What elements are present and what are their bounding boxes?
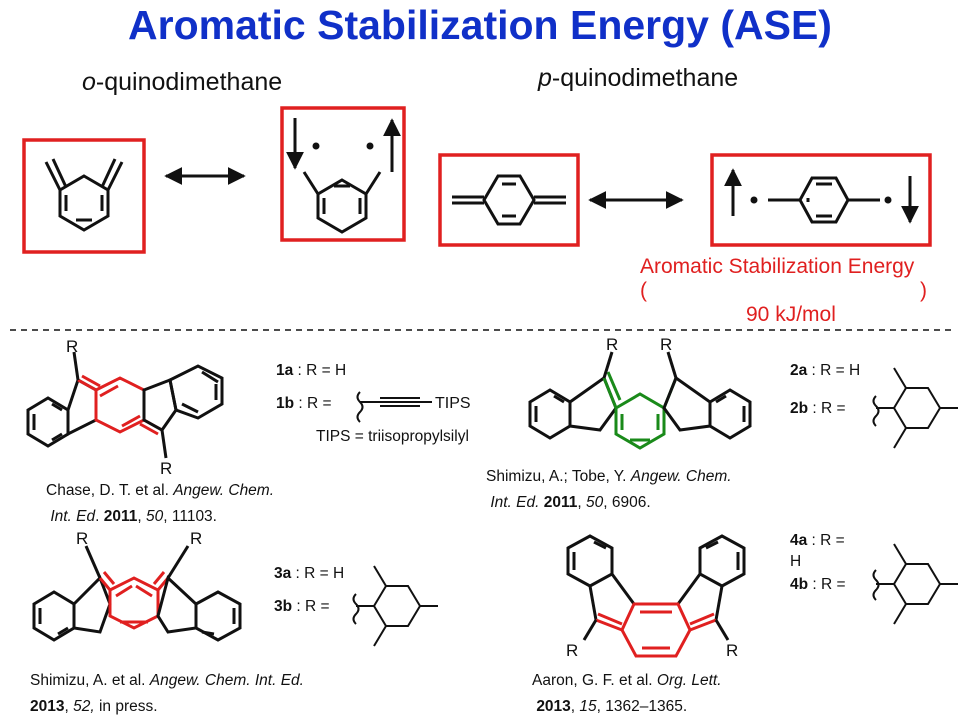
citation-chase: Chase, D. T. et al. Angew. Chem. Int. Ed… — [46, 482, 275, 525]
citation-aaron: Aaron, G. F. et al. Org. Lett. 2013, 15,… — [532, 672, 722, 715]
compound-1b-label: 1b : R = — [276, 395, 332, 412]
compound-1-structure — [26, 351, 224, 459]
o-quinodimethane-label: o-quinodimethane — [82, 68, 283, 96]
compound-3b-label: 3b : R = — [274, 598, 330, 615]
compound-4b-mesityl — [872, 543, 958, 625]
compound-4a-label: 4a : R = — [790, 532, 845, 549]
citation-shimizu-tobe: Shimizu, A.; Tobe, Y. Angew. Chem. Int. … — [486, 468, 732, 511]
compound-3-r-left: R — [76, 529, 88, 548]
compound-3a-label: 3a : R = H — [274, 565, 345, 582]
p-quinodimethane-closed-shell — [438, 153, 580, 247]
compound-4-structure — [566, 534, 746, 658]
compound-1a-label: 1a : R = H — [276, 362, 347, 379]
compound-3b-mesityl — [352, 565, 438, 647]
compound-2-r-left: R — [606, 335, 618, 354]
compound-1b-substituent — [356, 391, 432, 423]
o-quinodimethane-biradical — [280, 106, 406, 242]
compound-4b-label: 4b : R = — [790, 576, 846, 593]
slide-title: Aromatic Stabilization Energy (ASE) — [128, 2, 832, 48]
ase-title: Aromatic Stabilization Energy — [640, 255, 915, 278]
highlight-box — [22, 138, 146, 254]
compound-4a-label-continued: H — [790, 553, 802, 570]
ase-value: 90 kJ/mol — [746, 303, 836, 326]
compound-3-structure — [32, 545, 242, 642]
compound-2a-label: 2a : R = H — [790, 362, 861, 379]
compound-1-r-bottom: R — [160, 459, 172, 478]
p-quinodimethane-label: p-quinodimethane — [538, 64, 739, 92]
highlight-box — [280, 106, 406, 242]
compound-2b-mesityl — [872, 367, 958, 449]
tips-definition: TIPS = triisopropylsilyl — [316, 428, 469, 445]
compound-3-r-right: R — [190, 529, 202, 548]
tips-label: TIPS — [435, 395, 471, 412]
compound-2-structure — [528, 351, 752, 450]
o-quinodimethane-closed-shell — [22, 138, 146, 254]
citation-shimizu: Shimizu, A. et al. Angew. Chem. Int. Ed.… — [30, 672, 304, 715]
highlight-box — [710, 153, 932, 247]
p-quinodimethane-biradical — [710, 153, 932, 247]
compound-1-r-top: R — [66, 337, 78, 356]
compound-4-r-left: R — [566, 641, 578, 660]
compound-2b-label: 2b : R = — [790, 400, 846, 417]
ase-parenthetical: ( ) — [640, 279, 927, 302]
highlight-box — [438, 153, 580, 247]
compound-4-r-right: R — [726, 641, 738, 660]
compound-2-r-right: R — [660, 335, 672, 354]
